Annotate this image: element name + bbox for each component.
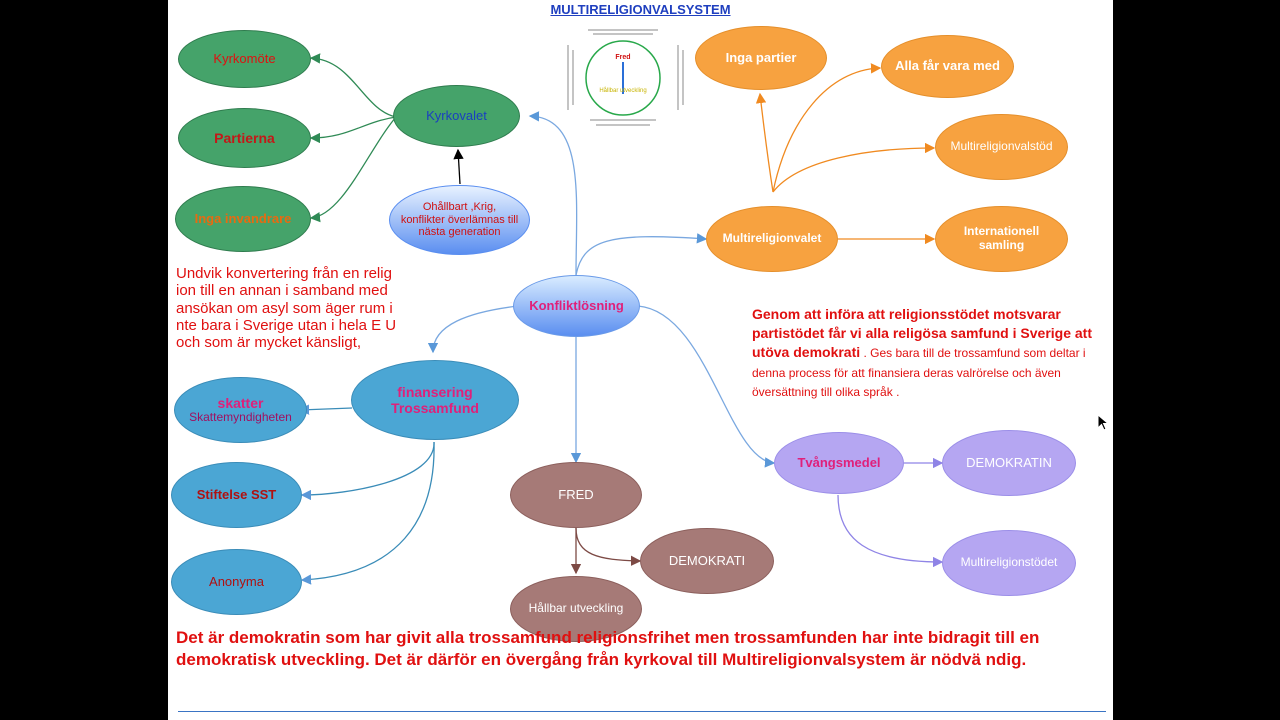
node-label: Kyrkovalet [426, 107, 487, 123]
note-genom-bold: Genom att införa att religionsstödet mot… [752, 306, 1092, 361]
note-genom-rest: . Ges bara till de trossamfund som delta… [752, 346, 1086, 399]
node-inga-partier[interactable]: Inga partier [695, 26, 827, 90]
note-bottom: Det är demokratin som har givit alla tro… [176, 628, 1040, 670]
node-label: Anonyma [209, 573, 264, 589]
node-label-line2: Skattemyndigheten [189, 410, 292, 425]
node-label: Multireligionstödet [960, 555, 1058, 570]
note-konvertering: Undvik konvertering från en relig ion ti… [176, 265, 397, 351]
node-multireligionstodet[interactable]: Multireligionstödet [942, 530, 1076, 596]
node-label: Partierna [214, 129, 275, 146]
node-label: Alla får vara med [895, 58, 1000, 74]
node-skatter[interactable]: skatter Skattemyndigheten [174, 377, 307, 443]
node-multireligionvalstod[interactable]: Multireligionvalstöd [935, 114, 1068, 180]
node-label: Multireligionvalet [722, 231, 822, 246]
connector-lines: Fred Hållbar utveckling [298, 28, 944, 585]
node-anonyma[interactable]: Anonyma [171, 549, 302, 615]
node-inga-invandrare[interactable]: Inga invandrare [175, 186, 311, 252]
node-label: Kyrkomöte [213, 50, 276, 66]
node-label: Konfliktlösning [529, 297, 624, 313]
mouse-pointer-icon [1097, 413, 1111, 432]
slide-page: MULTIRELIGIONVALSYSTEM Fred Hållbar utve… [168, 0, 1113, 720]
node-kyrkovalet[interactable]: Kyrkovalet [393, 85, 520, 147]
node-alla-far-vara-med[interactable]: Alla får vara med [881, 35, 1014, 98]
node-label: FRED [558, 486, 594, 502]
node-label: Inga partier [725, 49, 797, 65]
node-label: Ohållbart ,Krig, konflikter överlämnas t… [400, 201, 519, 239]
node-label: Inga invandrare [194, 210, 292, 226]
node-fred[interactable]: FRED [510, 462, 642, 528]
page-title: MULTIRELIGIONVALSYSTEM [550, 2, 731, 17]
node-label: Hållbar utveckling [528, 601, 624, 616]
node-label-line2: Trossamfund [391, 400, 479, 416]
node-ohallbart[interactable]: Ohållbart ,Krig, konflikter överlämnas t… [389, 185, 530, 255]
bottom-divider [178, 711, 1106, 712]
node-label-line1: finansering [397, 383, 473, 400]
node-tvangsmedel[interactable]: Tvångsmedel [774, 432, 904, 494]
node-finansering-trossamfund[interactable]: finansering Trossamfund [351, 360, 519, 440]
node-demokrati[interactable]: DEMOKRATI [640, 528, 774, 594]
note-genom: Genom att införa att religionsstödet mot… [752, 305, 1097, 401]
node-multireligionvalet[interactable]: Multireligionvalet [706, 206, 838, 272]
thumbnail-bottom-label: Hållbar utveckling [599, 87, 646, 94]
node-label: Tvångsmedel [797, 454, 881, 470]
node-label: Internationell samling [963, 224, 1040, 252]
node-kyrkomote[interactable]: Kyrkomöte [178, 30, 311, 88]
node-demokratin[interactable]: DEMOKRATIN [942, 430, 1076, 496]
node-label: DEMOKRATIN [966, 454, 1052, 470]
node-label: Stiftelse SST [196, 486, 277, 502]
node-konfliktlosning[interactable]: Konfliktlösning [513, 275, 640, 337]
thumbnail-diagram: Fred Hållbar utveckling [558, 28, 688, 130]
node-label: Multireligionvalstöd [950, 139, 1053, 154]
node-hallbar-utveckling[interactable]: Hållbar utveckling [510, 576, 642, 642]
node-internationell-samling[interactable]: Internationell samling [935, 206, 1068, 272]
node-label-line1: skatter [217, 395, 264, 412]
thumbnail-top-label: Fred [615, 54, 630, 61]
node-stiftelse-sst[interactable]: Stiftelse SST [171, 462, 302, 528]
node-partierna[interactable]: Partierna [178, 108, 311, 168]
node-label: DEMOKRATI [668, 552, 746, 568]
